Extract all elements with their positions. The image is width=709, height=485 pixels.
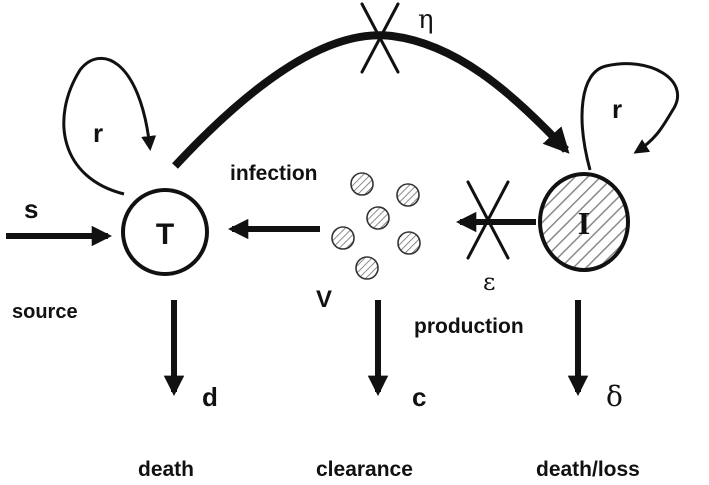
infection-label: infection xyxy=(230,162,318,185)
infection-block-label: η xyxy=(418,5,434,35)
source-rate-label: s xyxy=(24,194,38,224)
clearance-label: clearance xyxy=(316,458,413,481)
virion-icon xyxy=(397,231,421,255)
target-cell-node: T xyxy=(121,188,209,276)
virion-cluster xyxy=(331,172,421,280)
infected-proliferation-loop-arrow xyxy=(580,62,680,171)
infected-cell-label: I xyxy=(578,205,590,241)
production-block-cross-icon xyxy=(466,180,510,260)
target-proliferation-label: r xyxy=(93,118,103,148)
infected-proliferation-label: r xyxy=(612,94,622,124)
infected-death-rate-label: δ xyxy=(606,380,623,413)
target-death-rate-label: d xyxy=(202,382,218,412)
target-cell-label: T xyxy=(156,218,174,251)
production-block-label: ε xyxy=(483,268,495,296)
virion-icon xyxy=(355,256,379,280)
virion-icon xyxy=(366,206,390,230)
infection-block-cross-icon xyxy=(360,2,400,74)
death-loss-label: death/loss xyxy=(536,458,640,481)
target-proliferation-loop-arrow xyxy=(62,56,157,196)
virion-icon xyxy=(350,172,374,196)
death-label: death xyxy=(138,458,194,481)
production-label: production xyxy=(414,315,524,338)
infection-arc-arrow xyxy=(172,31,570,169)
virion-icon xyxy=(331,226,355,250)
virion-icon xyxy=(396,183,420,207)
infected-cell-node: I xyxy=(538,172,630,272)
virus-label: V xyxy=(316,286,332,313)
viral-clearance-rate-label: c xyxy=(412,382,426,412)
source-label: source xyxy=(12,301,78,323)
